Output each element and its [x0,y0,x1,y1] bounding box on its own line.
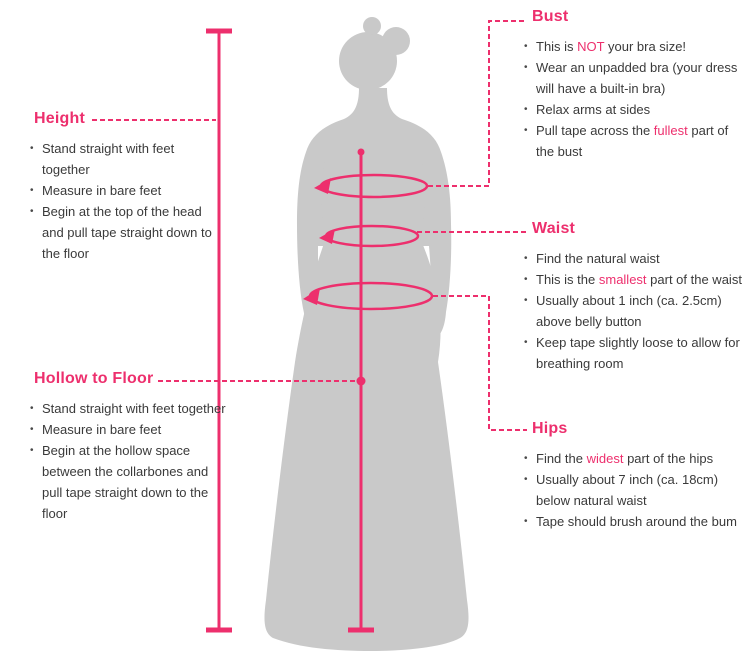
bullet-list: • Stand straight with feet together • Me… [30,398,228,524]
bullet-icon: • [30,185,34,196]
list-item: • Tape should brush around the bum [524,511,748,532]
section-title: Hips [532,420,568,437]
bullet-icon: • [524,41,528,52]
bullet-icon: • [30,143,34,154]
bullet-text: Usually about 1 inch (ca. 2.5cm) above b… [536,293,722,329]
section-hips: Hips • Find the widest part of the hips … [524,420,748,532]
bullet-text: Usually about 7 inch (ca. 18cm) below na… [536,472,719,508]
hollow-top-dot [357,148,365,156]
bullet-icon: • [30,424,34,435]
list-item: • Find the natural waist [524,248,750,269]
bullet-icon: • [524,274,528,285]
bust-arrow-icon [314,178,331,194]
hips-connector-line [433,295,527,431]
height-measure-line [206,28,232,633]
waist-arrow-icon [319,229,335,244]
bullet-text: Pull tape across the fullest part of the… [536,123,729,159]
list-item: • Find the widest part of the hips [524,448,748,469]
bullet-icon: • [524,125,528,136]
bullet-text: Relax arms at sides [536,102,651,117]
bullet-list: • Stand straight with feet together • Me… [30,138,214,264]
list-item: • Pull tape across the fullest part of t… [524,120,748,162]
bullet-icon: • [30,206,34,217]
bullet-icon: • [524,453,528,464]
list-item: • Wear an unpadded bra (your dress will … [524,57,748,99]
bullet-text: Measure in bare feet [42,183,162,198]
section-title: Height [34,110,85,127]
bullet-text: Wear an unpadded bra (your dress will ha… [536,60,738,96]
section-title: Hollow to Floor [34,370,154,387]
hips-arrow-icon [303,288,320,305]
list-item: • Stand straight with feet together [30,138,214,180]
bullet-text: Keep tape slightly loose to allow for br… [536,335,740,371]
list-item: • Measure in bare feet [30,180,214,201]
section-hollow-to-floor: Hollow to Floor • Stand straight with fe… [30,370,228,524]
list-item: • Keep tape slightly loose to allow for … [524,332,750,374]
list-item: • Relax arms at sides [524,99,748,120]
bullet-text: This is NOT your bra size! [536,39,687,54]
bullet-text: Find the natural waist [536,251,660,266]
bust-connector-line [428,20,527,187]
section-height: Height • Stand straight with feet togeth… [30,110,214,264]
section-bust: Bust • This is NOT your bra size! • Wear… [524,8,748,162]
list-item: • This is the smallest part of the waist [524,269,750,290]
section-waist: Waist • Find the natural waist • This is… [524,220,750,374]
bullet-icon: • [524,516,528,527]
bullet-icon: • [524,62,528,73]
bullet-list: • Find the widest part of the hips • Usu… [524,448,748,532]
list-item: • Usually about 7 inch (ca. 18cm) below … [524,469,748,511]
bullet-icon: • [524,474,528,485]
list-item: • Measure in bare feet [30,419,228,440]
figure-silhouette [264,17,469,651]
bullet-icon: • [524,253,528,264]
list-item: • Begin at the top of the head and pull … [30,201,214,264]
bullet-icon: • [524,104,528,115]
list-item: • Stand straight with feet together [30,398,228,419]
bullet-text: Begin at the hollow space between the co… [42,443,209,521]
head-shape [339,32,397,90]
hair-bun-shape [382,27,410,55]
bullet-text: Stand straight with feet together [42,141,175,177]
bullet-text: Measure in bare feet [42,422,162,437]
hollow-junction-dot [356,376,366,386]
bullet-text: Tape should brush around the bum [536,514,737,529]
hollow-to-floor-measure-line [348,148,374,633]
bullet-list: • Find the natural waist • This is the s… [524,248,750,374]
list-item: • Usually about 1 inch (ca. 2.5cm) above… [524,290,750,332]
section-title: Bust [532,8,569,25]
list-item: • This is NOT your bra size! [524,36,748,57]
bullet-text: This is the smallest part of the waist [536,272,742,287]
bullet-text: Stand straight with feet together [42,401,226,416]
section-title: Waist [532,220,576,237]
bullet-list: • This is NOT your bra size! • Wear an u… [524,36,748,162]
dress-shape [264,146,469,651]
bullet-text: Begin at the top of the head and pull ta… [42,204,212,261]
bullet-icon: • [524,295,528,306]
bullet-text: Find the widest part of the hips [536,451,714,466]
measurement-graphics [92,20,528,633]
bullet-icon: • [30,445,34,456]
bullet-icon: • [524,337,528,348]
list-item: • Begin at the hollow space between the … [30,440,228,524]
bullet-icon: • [30,403,34,414]
hair-topknot-shape [363,17,381,35]
